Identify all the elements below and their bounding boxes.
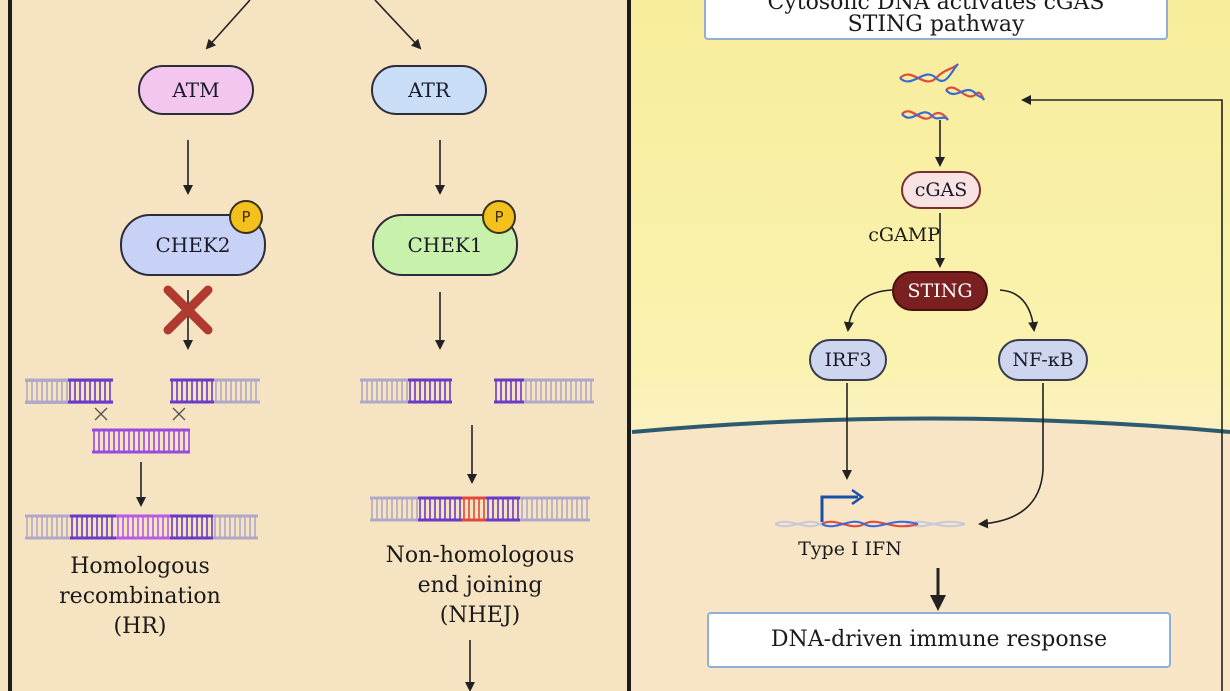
- promoter-arrow-icon: [820, 488, 865, 522]
- arrow-feedback-loop: [1021, 95, 1223, 691]
- atm-node: ATM: [138, 65, 254, 115]
- phosphate-badge-icon: P: [229, 200, 263, 234]
- inhibition-cross-icon: [163, 285, 213, 335]
- hr-label: Homologous recombination (HR): [20, 552, 260, 642]
- atr-node: ATR: [371, 65, 487, 115]
- arrow-to-atr: [374, 0, 422, 50]
- hr-dna-broken-left: [25, 378, 113, 404]
- irf3-node: IRF3: [809, 339, 887, 381]
- nhej-dna-broken: [360, 378, 594, 404]
- cell-membrane: [631, 416, 1230, 434]
- nhej-label: Non-homologous end joining (NHEJ): [360, 541, 600, 631]
- hr-dna-repaired: [25, 514, 258, 540]
- nhej-label-line: (NHEJ): [439, 603, 521, 628]
- nhej-label-line: Non-homologous: [385, 543, 575, 568]
- hr-dna-template: [92, 428, 190, 454]
- left-panel-dna-repair: [0, 0, 630, 691]
- cgamp-label: cGAMP: [868, 224, 940, 246]
- pathway-header-box: Cytosolic DNA activates cGAS STING pathw…: [704, 0, 1168, 40]
- nfkb-node: NF-κB: [998, 339, 1088, 381]
- sting-node: STING: [892, 271, 988, 311]
- cytosolic-dna-icon: [899, 63, 985, 121]
- arrow-sting-irf3: [843, 289, 893, 332]
- hr-dna-broken-right: [170, 378, 260, 404]
- cgas-node: cGAS: [901, 171, 981, 209]
- arrow-to-atm: [205, 0, 251, 50]
- type1-ifn-label: Type I IFN: [798, 538, 902, 560]
- hr-label-line: Homologous: [70, 554, 210, 579]
- pathway-header-line: STING pathway: [847, 12, 1025, 37]
- panel-divider: [627, 0, 631, 691]
- cytoplasm-region: [632, 0, 1230, 432]
- phosphate-badge-icon: P: [482, 200, 516, 234]
- hr-label-line: (HR): [113, 614, 167, 639]
- pathway-header-line: Cytosolic DNA activates cGAS: [767, 0, 1105, 15]
- hr-crossover-icon: [94, 407, 186, 421]
- nhej-dna-repaired: [370, 496, 590, 522]
- arrow-nfkb-gene: [978, 383, 1044, 529]
- ifn-gene-dna-icon: [774, 520, 966, 528]
- hr-label-line: recombination: [59, 584, 221, 609]
- left-border-line: [8, 0, 12, 691]
- arrow-sting-nfkb: [999, 289, 1039, 332]
- immune-response-box: DNA-driven immune response: [707, 612, 1171, 668]
- nhej-label-line: end joining: [417, 573, 543, 598]
